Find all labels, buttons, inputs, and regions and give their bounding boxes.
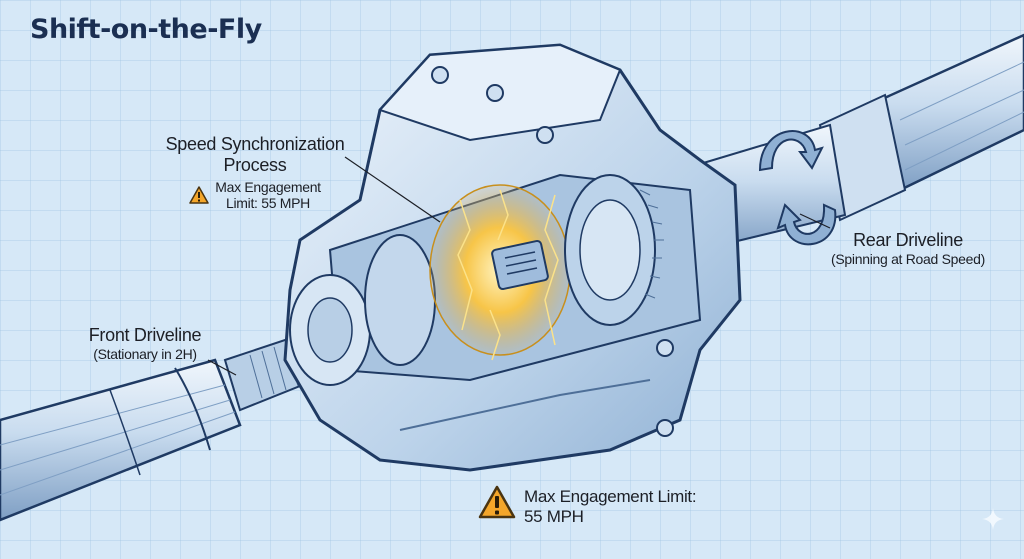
warning-triangle-icon: [189, 186, 209, 205]
page-title: Shift-on-the-Fly: [30, 14, 262, 45]
bottom-warning-line1: Max Engagement Limit:: [524, 487, 697, 506]
rear-driveline-callout: Rear Driveline (Spinning at Road Speed): [808, 230, 1008, 267]
rear-leader-line: [799, 213, 831, 229]
sync-title-line2: Process: [223, 154, 287, 175]
bottom-warning-line2: 55 MPH: [524, 507, 584, 527]
front-leader-line: [207, 359, 237, 376]
front-driveline-title: Front Driveline: [88, 325, 202, 345]
bottom-warning-callout: Max Engagement Limit: 55 MPH: [478, 485, 697, 528]
rear-driveline-subtitle: (Spinning at Road Speed): [831, 250, 985, 267]
sync-warning-line1: Max Engagement: [215, 179, 321, 196]
front-driveline-callout: Front Driveline (Stationary in 2H): [70, 325, 220, 362]
synchronizer-cutaway: [289, 173, 702, 386]
rotation-arrows-icon: [758, 130, 837, 246]
warning-triangle-icon: [478, 485, 516, 519]
sync-title-line1: Speed Synchronization: [165, 134, 345, 154]
sparkle-watermark-icon: [982, 508, 1004, 530]
sync-warning: Max Engagement Limit: 55 MPH: [150, 179, 360, 211]
rear-driveline-title: Rear Driveline: [853, 230, 963, 250]
sync-callout: Speed Synchronization Process Max Engage…: [150, 134, 360, 212]
sync-warning-line2: Limit: 55 MPH: [225, 195, 310, 212]
front-driveline-subtitle: (Stationary in 2H): [93, 345, 197, 362]
front-driveline-shaft: [0, 333, 317, 522]
sync-leader-line: [344, 156, 441, 223]
